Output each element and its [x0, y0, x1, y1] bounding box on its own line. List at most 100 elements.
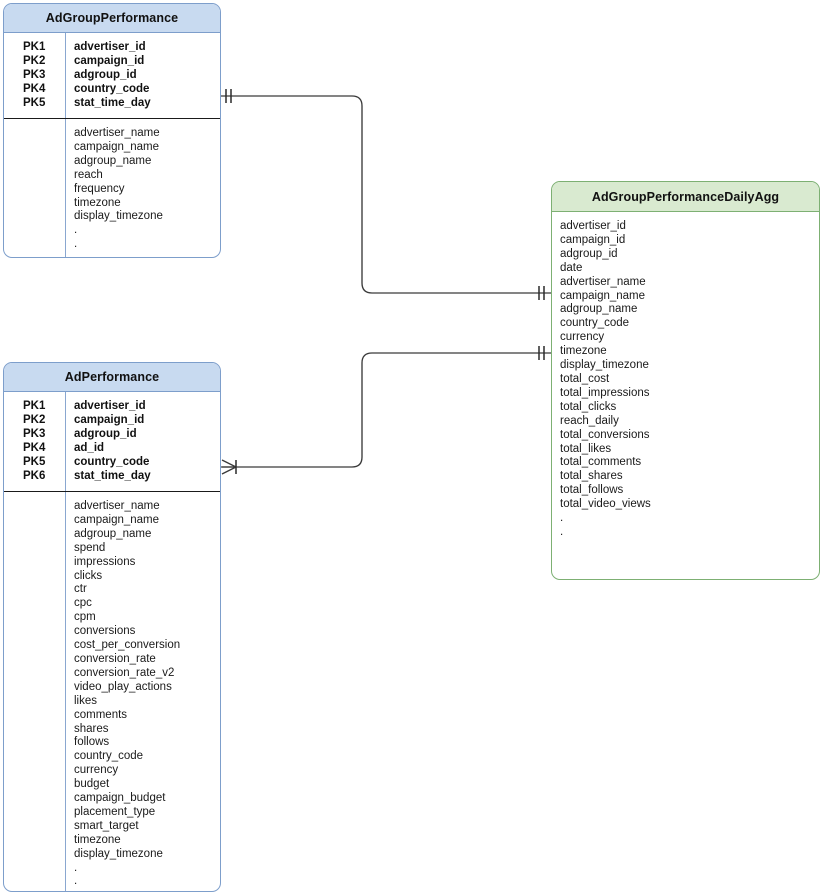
attribute-field: campaign_name [560, 289, 646, 302]
key-field: advertiser_id [74, 400, 146, 412]
attribute-field: currency [74, 764, 119, 777]
key-field: campaign_id [74, 414, 145, 426]
key-label: PK3 [23, 428, 46, 440]
attribute-field: total_clicks [560, 400, 617, 413]
attribute-field: campaign_id [560, 233, 626, 246]
key-section-adgroupperformance: PK1 PK2 PK3 PK4 PK5 advertiser_id campai… [4, 33, 220, 119]
attribute-field: conversion_rate_v2 [74, 666, 175, 679]
attribute-field: . [74, 861, 78, 874]
key-field: ad_id [74, 442, 105, 454]
attribute-field: smart_target [74, 819, 139, 832]
key-label: PK4 [23, 442, 46, 454]
entity-body-adgroupperformancedailyagg: advertiser_id campaign_id adgroup_id dat… [552, 212, 819, 579]
attribute-field: budget [74, 778, 110, 791]
attribute-field: clicks [74, 569, 103, 582]
attribute-field: adgroup_name [74, 527, 152, 540]
attribute-field: total_video_views [560, 498, 651, 511]
attribute-field: ctr [74, 583, 87, 596]
attribute-field: advertiser_name [74, 500, 160, 512]
attribute-field: . [560, 512, 564, 525]
key-name-column-adperformance: advertiser_id campaign_id adgroup_id ad_… [66, 392, 220, 491]
key-label: PK3 [23, 69, 46, 81]
attribute-gutter [4, 492, 66, 891]
attribute-field: cost_per_conversion [74, 639, 181, 652]
key-field: stat_time_day [74, 97, 151, 109]
attribute-field: reach [74, 168, 103, 181]
attribute-field: date [560, 261, 583, 274]
entity-body-adgroupperformance: PK1 PK2 PK3 PK4 PK5 advertiser_id campai… [4, 33, 220, 257]
attribute-field: total_conversions [560, 428, 650, 441]
attribute-field: . [74, 875, 78, 888]
key-name-column-adgroupperformance: advertiser_id campaign_id adgroup_id cou… [66, 33, 220, 118]
attribute-field: placement_type [74, 805, 156, 818]
key-field: adgroup_id [74, 69, 137, 81]
attribute-field: country_code [560, 317, 630, 330]
key-field: country_code [74, 83, 150, 95]
key-section-adperformance: PK1 PK2 PK3 PK4 PK5 PK6 advertiser_id ca… [4, 392, 220, 492]
attribute-gutter [4, 119, 66, 257]
attribute-column-adgroupperformance: advertiser_name campaign_name adgroup_na… [66, 119, 220, 257]
attribute-field: total_cost [560, 372, 610, 385]
entity-body-adperformance: PK1 PK2 PK3 PK4 PK5 PK6 advertiser_id ca… [4, 392, 220, 891]
attribute-field: display_timezone [74, 847, 163, 860]
attribute-field: timezone [74, 833, 121, 846]
attribute-field: campaign_name [74, 140, 160, 153]
cardinality-many-crowfoot [221, 459, 237, 475]
relationship-adperformance-to-dailyagg [221, 346, 551, 475]
attribute-field: display_timezone [74, 210, 163, 223]
attribute-field: frequency [74, 182, 125, 195]
attribute-field: cpm [74, 611, 96, 624]
attribute-field: adgroup_id [560, 247, 618, 260]
key-field: campaign_id [74, 55, 145, 67]
attribute-field: conversion_rate [74, 652, 156, 665]
key-label: PK4 [23, 83, 46, 95]
attribute-section-adperformance: advertiser_name campaign_name adgroup_na… [4, 492, 220, 891]
entity-adgroupperformance[interactable]: AdGroupPerformance PK1 PK2 PK3 PK4 PK5 a… [3, 3, 221, 258]
attribute-field: campaign_name [74, 513, 160, 526]
entity-title-adgroupperformance: AdGroupPerformance [4, 4, 220, 33]
attribute-field: video_play_actions [74, 680, 172, 693]
attribute-field: currency [560, 331, 605, 344]
attribute-field: total_likes [560, 442, 612, 455]
key-label-column-adperformance: PK1 PK2 PK3 PK4 PK5 PK6 [4, 392, 66, 491]
attribute-field: . [560, 525, 564, 538]
key-field: adgroup_id [74, 428, 137, 440]
attribute-field: total_shares [560, 470, 623, 483]
entity-adgroupperformancedailyagg[interactable]: AdGroupPerformanceDailyAgg advertiser_id… [551, 181, 820, 580]
attribute-column-adperformance: advertiser_name campaign_name adgroup_na… [66, 492, 220, 891]
connector-line [221, 352, 551, 468]
attribute-field: . [74, 238, 78, 251]
attribute-field: . [74, 224, 78, 237]
attribute-field: total_follows [560, 484, 624, 497]
attribute-field: follows [74, 736, 110, 749]
attribute-field: campaign_budget [74, 792, 166, 805]
key-label: PK1 [23, 41, 46, 53]
key-label: PK5 [23, 97, 46, 109]
attribute-field: likes [74, 694, 98, 707]
attribute-field: total_impressions [560, 386, 650, 399]
attribute-field: advertiser_name [560, 275, 646, 288]
attribute-field: comments [74, 708, 128, 721]
attribute-column-adgroupperformancedailyagg: advertiser_id campaign_id adgroup_id dat… [552, 212, 819, 546]
key-label: PK2 [23, 55, 46, 67]
attribute-field: total_comments [560, 456, 642, 469]
key-label: PK6 [23, 470, 46, 482]
attribute-field: timezone [74, 196, 121, 209]
attribute-field: conversions [74, 625, 136, 638]
key-field: country_code [74, 456, 150, 468]
attribute-field: timezone [560, 345, 607, 358]
attribute-field: adgroup_name [74, 154, 152, 167]
key-label: PK2 [23, 414, 46, 426]
entity-adperformance[interactable]: AdPerformance PK1 PK2 PK3 PK4 PK5 PK6 ad… [3, 362, 221, 892]
entity-title-adgroupperformancedailyagg: AdGroupPerformanceDailyAgg [552, 182, 819, 212]
attribute-section-adgroupperformance: advertiser_name campaign_name adgroup_na… [4, 119, 220, 257]
key-field: stat_time_day [74, 470, 151, 482]
key-field: advertiser_id [74, 41, 146, 53]
key-label: PK1 [23, 400, 46, 412]
attribute-field: cpc [74, 597, 92, 610]
attribute-field: advertiser_name [74, 127, 160, 139]
attribute-field: spend [74, 541, 106, 554]
relationship-adgroupperformance-to-dailyagg [221, 89, 551, 300]
attribute-field: reach_daily [560, 414, 619, 427]
